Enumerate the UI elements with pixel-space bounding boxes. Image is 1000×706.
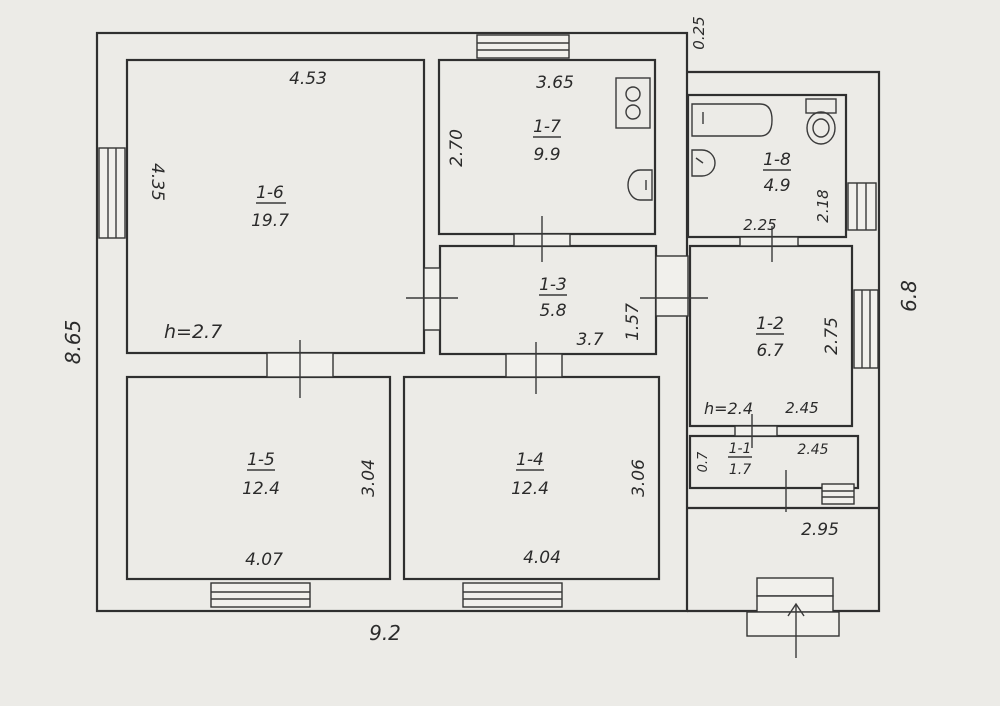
- dim-1-2-width: 2.45: [785, 399, 818, 417]
- door-1-6-to-1-5: [266, 340, 334, 398]
- door-1-3-to-1-2: [640, 255, 708, 317]
- door-1-7-to-1-3: [513, 216, 571, 262]
- dim-1-8-width: 2.25: [743, 216, 776, 234]
- dim-total-depth: 8.65: [61, 320, 85, 365]
- entrance-arrow-head: [787, 602, 805, 617]
- entrance-steps: [746, 577, 840, 658]
- dim-1-1-height: 0.7: [696, 451, 711, 472]
- main-outer-wall: [95, 31, 689, 613]
- dim-1-3-width: 3.7: [576, 330, 603, 350]
- dim-offset: 0.25: [690, 16, 708, 49]
- room-1-5-area: 12.4: [242, 479, 280, 499]
- room-labels: 1-6 19.7 1-7 9.9 1-8 4.9 1-3 5.8 1-2 6.7…: [242, 117, 791, 499]
- dim-1-7-height: 2.70: [447, 129, 467, 167]
- main-house-walls: [95, 31, 689, 613]
- dim-1-6-height: 4.35: [147, 163, 167, 201]
- ceiling-heights: h=2.7 h=2.4: [164, 321, 753, 418]
- bathtub-icon: [691, 103, 773, 137]
- window-top: [476, 34, 570, 59]
- dim-porch-width: 2.95: [801, 520, 839, 540]
- window-porch: [821, 483, 855, 505]
- window-bottom-left: [210, 582, 311, 608]
- room-1-6-area: 19.7: [251, 211, 289, 231]
- room-1-4-area: 12.4: [511, 479, 549, 499]
- room-1-1-area: 1.7: [729, 462, 751, 478]
- window-annex-lower: [853, 289, 879, 369]
- room-1-5-outline: [125, 375, 392, 581]
- room-1-2-area: 6.7: [756, 341, 783, 361]
- room-1-8-area: 4.9: [763, 176, 790, 196]
- room-1-8-id: 1-8: [763, 150, 791, 170]
- dim-1-5-width: 4.07: [245, 550, 283, 570]
- door-1-6-to-1-3: [406, 267, 458, 331]
- dim-1-3-height: 1.57: [623, 303, 643, 341]
- door-1-8-to-1-2: [739, 226, 799, 262]
- dim-1-8-height: 2.18: [814, 189, 832, 222]
- ceiling-height-main: h=2.7: [164, 321, 222, 343]
- toilet-icon: [805, 98, 837, 145]
- room-1-6-id: 1-6: [256, 183, 284, 203]
- sink-icon: [627, 169, 653, 201]
- room-1-1-id: 1-1: [729, 441, 752, 457]
- step-upper: [756, 577, 834, 597]
- dim-annex-depth: 6.8: [897, 280, 921, 312]
- room-1-2-id: 1-2: [756, 314, 784, 334]
- door-1-2-to-1-1: [734, 414, 778, 448]
- ceiling-height-annex: h=2.4: [704, 399, 753, 418]
- dim-total-width: 9.2: [369, 621, 401, 645]
- window-bottom-right: [462, 582, 563, 608]
- room-1-3-id: 1-3: [539, 275, 567, 295]
- dim-1-2-height: 2.75: [822, 317, 842, 355]
- window-left: [98, 147, 126, 239]
- doorways: [266, 216, 799, 512]
- window-annex-upper: [847, 182, 877, 231]
- room-1-3-area: 5.8: [539, 301, 566, 321]
- dim-1-4-height: 3.06: [629, 459, 649, 497]
- dim-1-1-width: 2.45: [797, 442, 828, 458]
- room-1-7-id: 1-7: [533, 117, 561, 137]
- room-1-4-id: 1-4: [516, 450, 544, 470]
- dimension-labels: 4.53 4.35 3.65 2.70 2.25 2.18 3.7 1.57 2…: [61, 16, 921, 645]
- dim-1-7-width: 3.65: [536, 73, 574, 93]
- washbasin-icon: [691, 149, 716, 177]
- dim-1-5-height: 3.04: [359, 459, 379, 497]
- room-1-5-id: 1-5: [247, 450, 275, 470]
- door-1-3-to-1-4: [505, 342, 563, 394]
- stove-icon: [615, 77, 651, 129]
- room-1-7-area: 9.9: [533, 145, 560, 165]
- dim-1-6-width: 4.53: [289, 69, 327, 89]
- step-middle: [756, 595, 834, 613]
- step-lower: [746, 611, 840, 637]
- dim-1-4-width: 4.04: [523, 548, 561, 568]
- windows: [98, 34, 879, 608]
